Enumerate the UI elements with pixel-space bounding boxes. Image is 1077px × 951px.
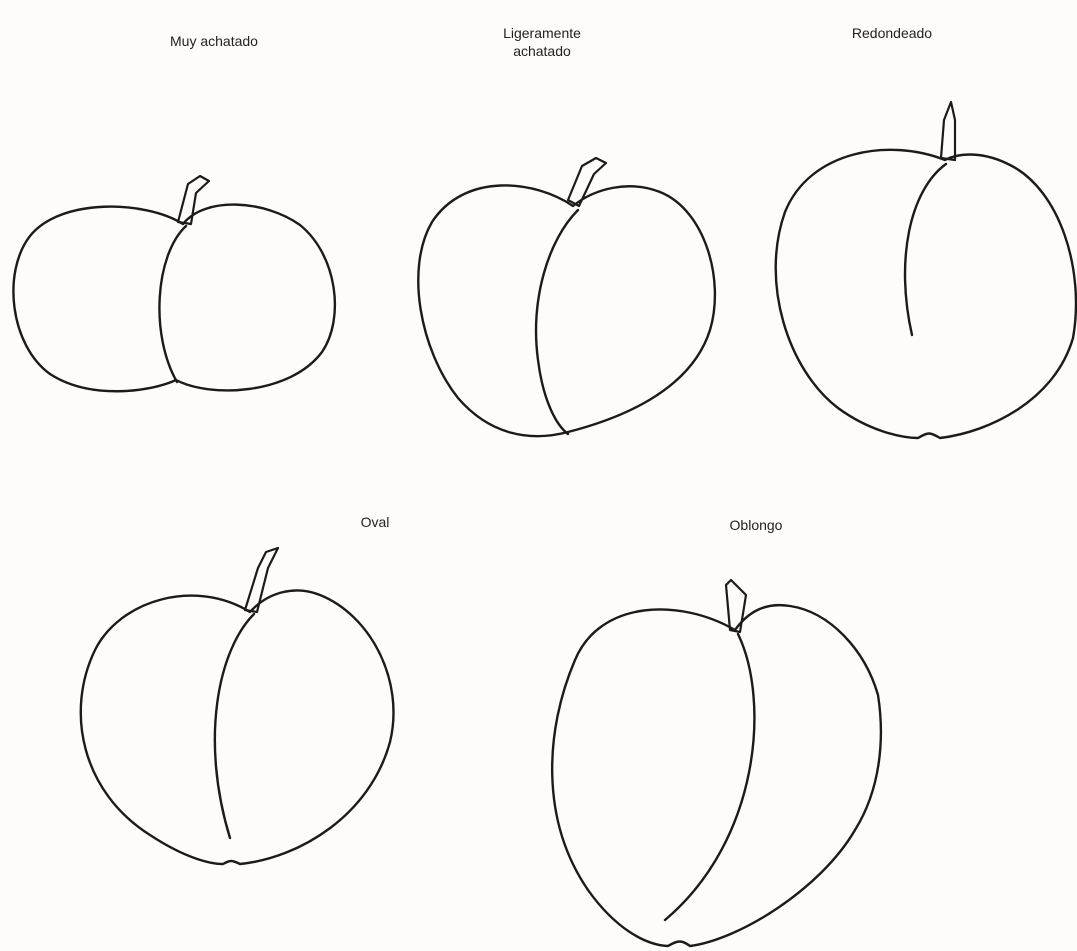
peach-outline <box>13 205 334 392</box>
suture-line <box>159 226 186 382</box>
stem-icon <box>941 102 955 160</box>
label-redondeado: Redondeado <box>852 25 932 41</box>
peach-outline <box>81 590 394 864</box>
label-ligeramente-line2: achatado <box>513 43 571 59</box>
suture-line <box>215 614 254 838</box>
label-oblongo: Oblongo <box>730 517 783 533</box>
peach-outline <box>776 150 1076 438</box>
suture-line <box>536 210 578 434</box>
peach-outline <box>552 605 881 946</box>
shape-muy-achatado: Muy achatado <box>13 33 334 391</box>
stem-icon <box>726 580 746 632</box>
label-oval: Oval <box>361 514 390 530</box>
shape-oval: Oval <box>81 514 394 864</box>
label-ligeramente-line1: Ligeramente <box>503 25 581 41</box>
stem-icon <box>568 158 606 206</box>
shape-oblongo: Oblongo <box>552 517 881 946</box>
shape-redondeado: Redondeado <box>776 25 1076 438</box>
stem-icon <box>178 176 209 224</box>
suture-line <box>665 634 754 920</box>
suture-line <box>905 164 946 335</box>
shape-ligeramente-achatado: Ligeramente achatado <box>418 25 715 436</box>
label-muy-achatado: Muy achatado <box>170 33 258 49</box>
